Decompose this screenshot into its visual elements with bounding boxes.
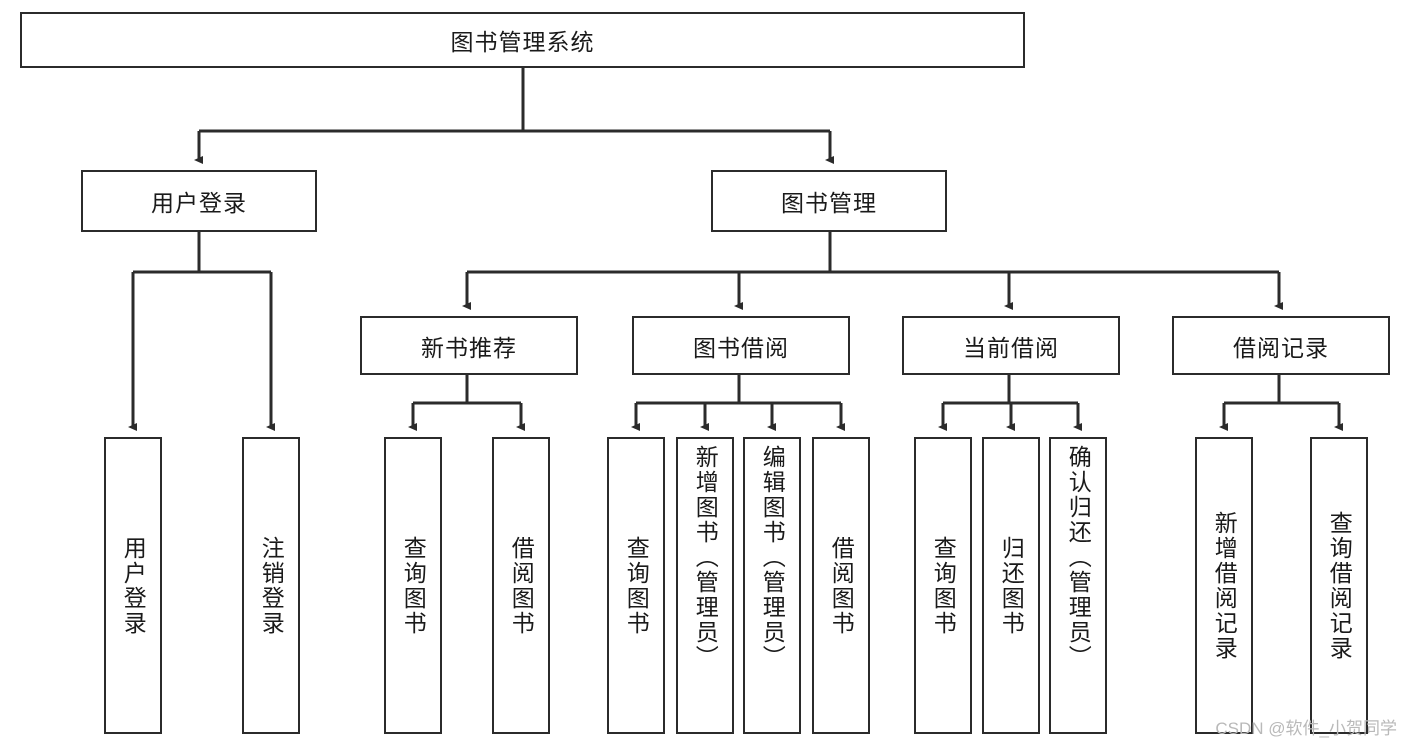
- node-book-borrow-label: 图书借阅: [693, 334, 789, 361]
- leaf-record-query-record[interactable]: 查询借阅记录: [1310, 437, 1368, 734]
- leaf-label: 借阅图书: [508, 535, 535, 636]
- leaf-label: 查询图书: [400, 535, 427, 636]
- leaf-current-return-book[interactable]: 归还图书: [982, 437, 1040, 734]
- leaf-user-login-signin[interactable]: 用户登录: [104, 437, 162, 734]
- leaf-label: 编辑图书（管理员）: [759, 445, 786, 670]
- node-new-book-recommend[interactable]: 新书推荐: [360, 316, 578, 375]
- node-user-login[interactable]: 用户登录: [81, 170, 317, 232]
- leaf-label: 查询图书: [930, 535, 957, 636]
- node-book-manage[interactable]: 图书管理: [711, 170, 947, 232]
- leaf-label: 新增图书（管理员）: [692, 445, 719, 670]
- node-current-borrow-label: 当前借阅: [963, 334, 1059, 361]
- node-root-system-label: 图书管理系统: [450, 29, 595, 55]
- leaf-record-add-record[interactable]: 新增借阅记录: [1195, 437, 1253, 734]
- leaf-borrow-edit-book-admin[interactable]: 编辑图书（管理员）: [743, 437, 801, 734]
- watermark-text: CSDN @软件_小贺同学: [1215, 719, 1397, 738]
- leaf-new-book-borrow[interactable]: 借阅图书: [492, 437, 550, 734]
- leaf-label: 用户登录: [120, 535, 147, 636]
- leaf-user-login-signout[interactable]: 注销登录: [242, 437, 300, 734]
- leaf-borrow-query-book[interactable]: 查询图书: [607, 437, 665, 734]
- leaf-current-confirm-return-admin[interactable]: 确认归还（管理员）: [1049, 437, 1107, 734]
- leaf-borrow-add-book-admin[interactable]: 新增图书（管理员）: [676, 437, 734, 734]
- node-borrow-record-label: 借阅记录: [1233, 334, 1329, 361]
- leaf-label: 确认归还（管理员）: [1065, 445, 1092, 670]
- node-borrow-record[interactable]: 借阅记录: [1172, 316, 1390, 375]
- node-user-login-label: 用户登录: [151, 190, 247, 216]
- node-book-manage-label: 图书管理: [781, 190, 877, 216]
- leaf-label: 查询借阅记录: [1326, 510, 1353, 661]
- node-current-borrow[interactable]: 当前借阅: [902, 316, 1120, 375]
- leaf-label: 借阅图书: [828, 535, 855, 636]
- leaf-label: 查询图书: [623, 535, 650, 636]
- node-book-borrow[interactable]: 图书借阅: [632, 316, 850, 375]
- leaf-borrow-borrow-book[interactable]: 借阅图书: [812, 437, 870, 734]
- leaf-label: 注销登录: [258, 535, 285, 636]
- leaf-new-book-query[interactable]: 查询图书: [384, 437, 442, 734]
- node-new-book-recommend-label: 新书推荐: [421, 334, 517, 361]
- leaf-label: 归还图书: [998, 535, 1025, 636]
- leaf-current-query-book[interactable]: 查询图书: [914, 437, 972, 734]
- node-root-system[interactable]: 图书管理系统: [20, 12, 1025, 68]
- leaf-label: 新增借阅记录: [1211, 510, 1238, 661]
